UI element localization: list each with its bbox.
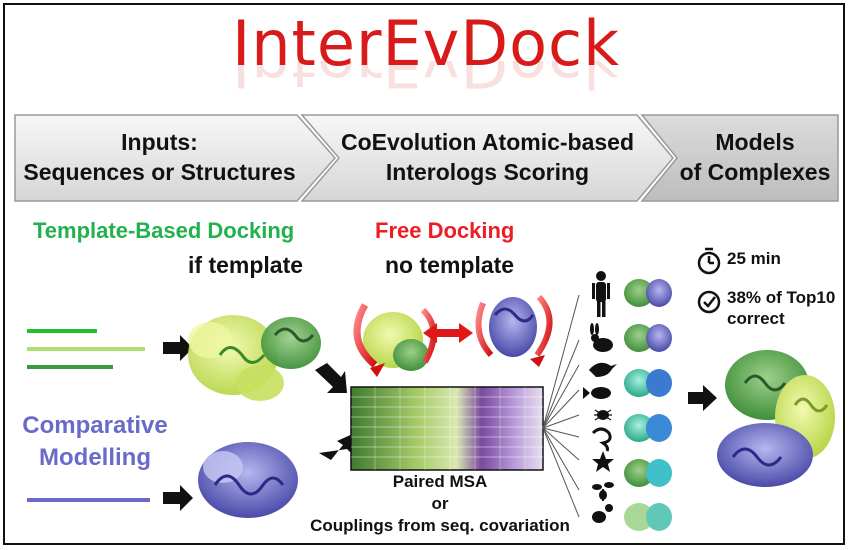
organism-links xyxy=(542,294,580,518)
homolog-complexes xyxy=(624,279,672,531)
step-arrow-inputs xyxy=(14,114,337,202)
human-icon xyxy=(592,271,610,317)
free-docking-subtitle: no template xyxy=(385,252,515,278)
free-docking-title: Free Docking xyxy=(375,218,515,243)
free-docking-partner-1 xyxy=(353,303,437,377)
worm-icon xyxy=(591,427,612,452)
arrow-diagonal-icon xyxy=(315,363,355,460)
time-stat: 25 min xyxy=(727,249,781,268)
template-docking-subtitle: if template xyxy=(188,252,304,278)
arrow-right-icon xyxy=(163,335,717,511)
bird-icon xyxy=(589,362,617,377)
msa-caption: Paired MSA or Couplings from seq. covari… xyxy=(310,472,570,535)
check-circle-icon xyxy=(697,290,721,314)
timer-icon xyxy=(697,247,721,275)
starfish-icon xyxy=(592,451,614,472)
plant-icon xyxy=(592,482,614,501)
page-title: InterEvDock xyxy=(231,7,621,80)
final-complex-model xyxy=(717,350,835,487)
paired-msa xyxy=(350,386,544,471)
fish-icon xyxy=(583,387,611,399)
process-chevrons xyxy=(14,114,839,202)
template-docking-title: Template-Based Docking xyxy=(33,218,295,243)
step-arrow-models xyxy=(640,114,839,202)
swap-arrow-icon xyxy=(423,323,473,343)
step-inputs: Inputs:Sequences or Structures xyxy=(23,129,296,185)
yeast-icon xyxy=(592,504,613,523)
rabbit-icon xyxy=(590,323,613,352)
comparative-structure xyxy=(198,442,298,518)
step-arrow-scoring xyxy=(300,114,674,202)
diagram-graphics xyxy=(27,247,835,531)
insect-icon xyxy=(594,409,612,421)
figure-frame: InterEvDock InterEvDock Inputs:Sequences… xyxy=(3,3,845,545)
template-complex xyxy=(188,315,321,401)
free-docking-partner-2 xyxy=(475,294,553,367)
